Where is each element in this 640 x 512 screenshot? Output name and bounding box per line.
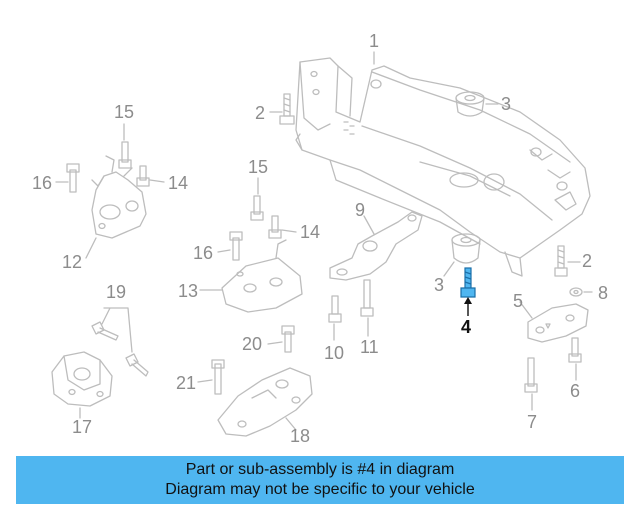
label-part-15-left: 15 <box>114 102 135 122</box>
bolt-part-19-right <box>125 353 149 377</box>
bolt-part-14-center <box>268 215 282 239</box>
label-part-3-lower: 3 <box>434 275 445 295</box>
bolt-part-6 <box>568 337 582 363</box>
engine-mount-part-12 <box>91 155 147 239</box>
subframe-part-1 <box>295 57 591 277</box>
label-part-13: 13 <box>178 281 199 301</box>
bracket-part-5 <box>527 303 589 343</box>
label-part-19: 19 <box>106 282 127 302</box>
bolt-part-10 <box>328 295 342 323</box>
label-part-6: 6 <box>570 381 581 401</box>
label-part-14-left: 14 <box>168 173 189 193</box>
label-part-14-center: 14 <box>300 222 321 242</box>
label-part-2-lower: 2 <box>582 251 593 271</box>
label-part-5: 5 <box>513 291 524 311</box>
bolt-part-15-left <box>118 141 132 169</box>
label-part-10: 10 <box>324 343 345 363</box>
label-part-21: 21 <box>176 373 197 393</box>
label-part-7: 7 <box>527 412 538 432</box>
bolt-part-15-center <box>250 195 264 221</box>
label-part-16-center: 16 <box>193 243 214 263</box>
label-part-12: 12 <box>62 252 83 272</box>
label-part-1: 1 <box>369 31 380 51</box>
transmission-mount-part-17 <box>51 351 113 407</box>
bolt-part-16-left <box>66 163 80 193</box>
bolt-part-11 <box>360 279 374 317</box>
bolt-part-2-lower <box>554 245 568 277</box>
label-part-9: 9 <box>355 200 366 220</box>
torque-rod-part-9 <box>329 211 423 281</box>
bolt-part-2-upper <box>279 93 295 125</box>
label-part-15-center: 15 <box>248 157 269 177</box>
bolt-part-4-highlighted <box>460 267 476 298</box>
bracket-part-18 <box>217 367 313 437</box>
label-part-16-left: 16 <box>32 173 53 193</box>
bushing-part-3-lower <box>451 233 481 264</box>
bracket-part-13 <box>221 239 303 313</box>
bolt-part-20 <box>281 325 295 353</box>
label-part-11: 11 <box>360 337 379 357</box>
label-part-8: 8 <box>598 283 609 303</box>
banner-line-part-number: Part or sub-assembly is #4 in diagram <box>185 461 455 478</box>
bushing-part-3-upper <box>455 91 485 117</box>
bolt-part-19-left <box>91 321 119 341</box>
label-part-2-upper: 2 <box>255 103 266 123</box>
bolt-part-21 <box>211 359 225 395</box>
label-part-4-highlighted: 4 <box>461 317 472 337</box>
bolt-part-14-left <box>136 165 150 187</box>
bolt-part-16-center <box>229 231 243 261</box>
label-part-18: 18 <box>290 426 311 446</box>
washer-part-8 <box>569 287 583 297</box>
label-part-3-upper: 3 <box>501 94 512 114</box>
info-banner: Part or sub-assembly is #4 in diagram Di… <box>16 456 624 504</box>
leader-arrow-part-4 <box>464 297 472 304</box>
bolt-part-7 <box>524 357 538 393</box>
label-part-17: 17 <box>72 417 93 437</box>
banner-line-disclaimer: Diagram may not be specific to your vehi… <box>165 481 475 498</box>
label-part-20: 20 <box>242 334 263 354</box>
